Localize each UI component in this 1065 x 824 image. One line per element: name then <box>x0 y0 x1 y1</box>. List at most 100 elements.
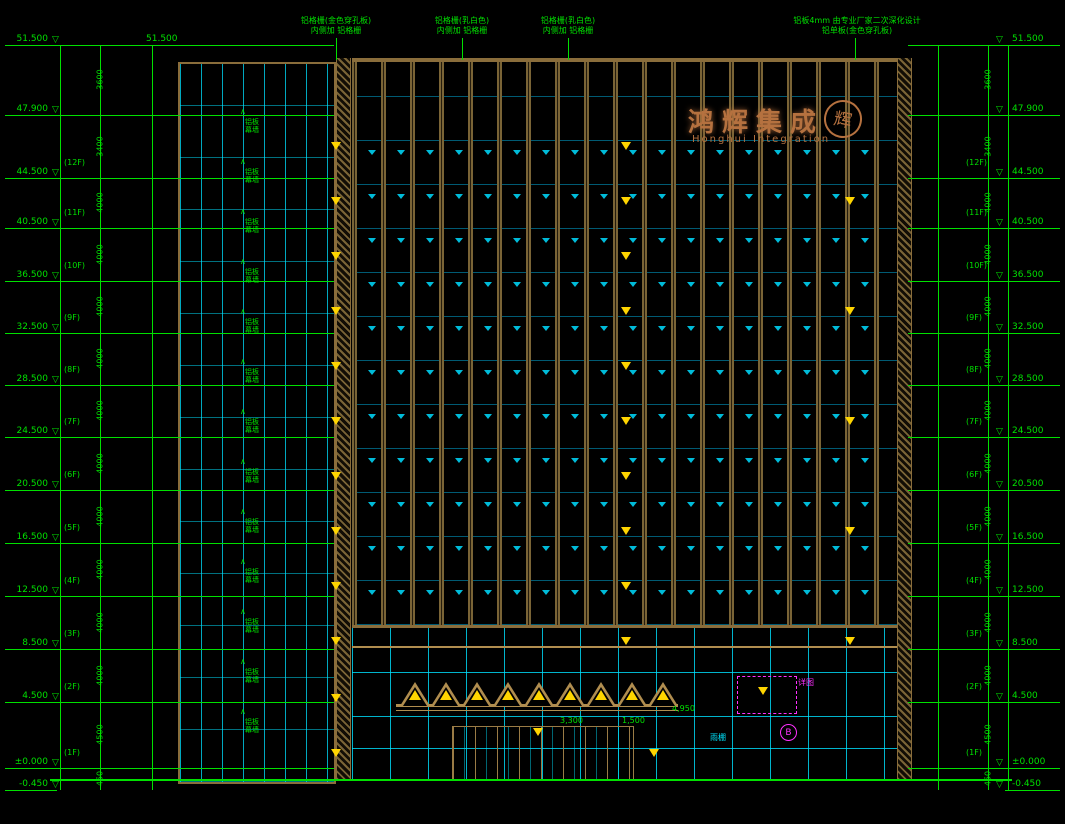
marker-triangle-icon <box>621 197 631 205</box>
vent-chevron-icon <box>861 590 869 595</box>
floor-tag: (12F) <box>966 158 988 167</box>
vent-chevron-icon <box>629 546 637 551</box>
floor-tag: (9F) <box>64 313 80 322</box>
tower-panel-label: 铝板幕墙 <box>232 368 272 384</box>
vent-chevron-icon <box>426 546 434 551</box>
vent-chevron-icon <box>513 370 521 375</box>
vent-chevron-icon <box>600 326 608 331</box>
leader-caret-icon: ∧ <box>240 107 246 116</box>
vent-chevron-icon <box>658 326 666 331</box>
vent-chevron-icon <box>600 502 608 507</box>
vent-chevron-icon <box>745 414 753 419</box>
leader-caret-icon: ∧ <box>240 707 246 716</box>
leader-caret-icon: ∧ <box>240 257 246 266</box>
vent-chevron-icon <box>774 326 782 331</box>
vent-chevron-icon <box>687 150 695 155</box>
dim-segment-value: 3600 <box>95 69 105 90</box>
floor-tag: (8F) <box>64 365 80 374</box>
vent-chevron-icon <box>397 458 405 463</box>
tower-panel-label: 铝板幕墙 <box>232 218 272 234</box>
level-value: 8.500 <box>1012 638 1038 648</box>
vent-chevron-icon <box>716 590 724 595</box>
vent-chevron-icon <box>658 282 666 287</box>
level-value: 16.500 <box>16 532 49 542</box>
marker-triangle-icon <box>758 687 768 695</box>
vent-chevron-icon <box>658 590 666 595</box>
level-value: 8.500 <box>22 638 48 648</box>
vent-chevron-icon <box>803 150 811 155</box>
vent-chevron-icon <box>629 194 637 199</box>
vent-chevron-icon <box>542 502 550 507</box>
vent-chevron-icon <box>426 370 434 375</box>
marker-triangle-icon <box>621 527 631 535</box>
vent-chevron-icon <box>658 546 666 551</box>
marker-triangle-icon <box>331 252 341 260</box>
vent-chevron-icon <box>658 414 666 419</box>
marker-triangle-icon <box>331 307 341 315</box>
level-line <box>5 543 334 544</box>
vent-chevron-icon <box>716 502 724 507</box>
level-line <box>908 45 1060 46</box>
vent-chevron-icon <box>629 238 637 243</box>
canopy-truss-triangle <box>586 680 616 706</box>
dim-segment-value: 4000 <box>983 611 993 633</box>
vent-chevron-icon <box>484 590 492 595</box>
entrance-dim: 3,300 <box>560 716 583 725</box>
tower-panel-label-line: 铝板 <box>245 518 259 526</box>
vent-chevron-icon <box>832 194 840 199</box>
floor-tag: (6F) <box>966 470 982 479</box>
level-value: 16.500 <box>1012 532 1044 542</box>
level-marker-icon: ▽ <box>52 533 59 543</box>
leader-caret-icon: ∧ <box>240 157 246 166</box>
vent-chevron-icon <box>832 546 840 551</box>
vent-chevron-icon <box>716 414 724 419</box>
tower-panel-label: 铝板幕墙 <box>232 468 272 484</box>
vent-chevron-icon <box>513 150 521 155</box>
floor-tag: (7F) <box>966 417 982 426</box>
level-marker-icon: ▽ <box>52 758 59 768</box>
level-value: 47.900 <box>16 104 49 114</box>
vent-chevron-icon <box>455 370 463 375</box>
vent-chevron-icon <box>629 282 637 287</box>
vent-chevron-icon <box>426 326 434 331</box>
vent-chevron-icon <box>861 370 869 375</box>
canopy-beam-line <box>396 710 678 711</box>
marker-triangle-icon <box>845 417 855 425</box>
marker-triangle-icon <box>331 472 341 480</box>
level-value: 47.900 <box>1012 104 1044 114</box>
vent-chevron-icon <box>542 150 550 155</box>
canopy-truss-triangle <box>617 680 647 706</box>
vent-chevron-icon <box>658 458 666 463</box>
vent-chevron-icon <box>745 370 753 375</box>
floor-tag: (3F) <box>966 629 982 638</box>
level-marker-icon: ▽ <box>996 375 1003 385</box>
vent-chevron-icon <box>716 326 724 331</box>
vent-chevron-icon <box>397 546 405 551</box>
level-marker-icon: ▽ <box>996 533 1003 543</box>
vent-chevron-icon <box>484 282 492 287</box>
vent-chevron-icon <box>484 414 492 419</box>
level-value: ±0.000 <box>14 757 48 767</box>
marker-triangle-icon <box>621 252 631 260</box>
level-marker-icon: ▽ <box>52 375 59 385</box>
vent-chevron-icon <box>571 326 579 331</box>
annotation-top-4: 铝板4mm 由专业厂家二次深化设计 铝单板(金色穿孔板) <box>762 16 952 36</box>
vent-chevron-icon <box>513 282 521 287</box>
level-marker-icon: ▽ <box>996 271 1003 281</box>
vent-chevron-icon <box>600 414 608 419</box>
annotation-leader-line <box>462 38 463 60</box>
level-value: 4.500 <box>1012 691 1038 701</box>
canopy-truss-triangle <box>524 680 554 706</box>
vent-chevron-icon <box>861 458 869 463</box>
tower-panel-label-line: 铝板 <box>245 118 259 126</box>
leader-caret-icon: ∧ <box>240 657 246 666</box>
detail-callout-label: 详图 <box>798 678 814 687</box>
tower-panel-label-line: 铝板 <box>245 218 259 226</box>
vent-chevron-icon <box>803 414 811 419</box>
vent-chevron-icon <box>774 502 782 507</box>
level-line <box>908 490 1060 491</box>
dim-segment-value: 4000 <box>983 558 993 580</box>
vent-chevron-icon <box>658 502 666 507</box>
tower-panel-label-line: 幕墙 <box>245 176 259 184</box>
vent-chevron-icon <box>716 282 724 287</box>
